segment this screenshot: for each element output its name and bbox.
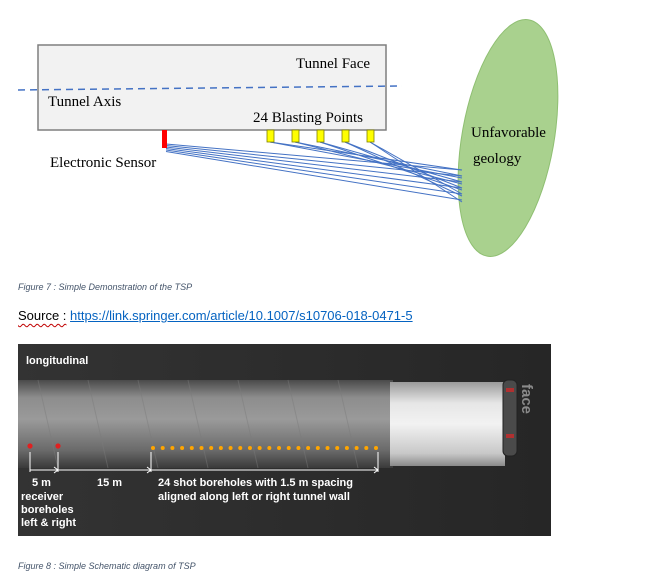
shot-borehole-dot bbox=[160, 446, 165, 450]
shot-borehole-dot bbox=[374, 446, 378, 450]
face-label: face bbox=[518, 384, 535, 414]
sensor-ray-line bbox=[165, 145, 463, 177]
shot-borehole-dot bbox=[170, 446, 175, 450]
seismic-ray-lines bbox=[165, 141, 463, 203]
tsp-schematic-figure: face longitudinal 5 m 15 m receiver bore… bbox=[18, 344, 551, 536]
figure7-caption: Figure 7 : Simple Demonstration of the T… bbox=[18, 282, 193, 292]
blast-ray-line bbox=[294, 141, 463, 177]
blast-ray-line bbox=[319, 141, 463, 183]
tsp-demonstration-figure: Tunnel Face Tunnel Axis 24 Blasting Poin… bbox=[17, 19, 559, 257]
blast-ray-line bbox=[369, 141, 463, 203]
blast-ray-line bbox=[319, 141, 463, 191]
electronic-sensor-label: Electronic Sensor bbox=[50, 155, 156, 171]
source-line: Source : https://link.springer.com/artic… bbox=[18, 308, 413, 323]
shot-borehole-dot bbox=[325, 446, 330, 450]
shot-borehole-dot bbox=[277, 446, 282, 450]
receiver-text-line1: receiver bbox=[21, 491, 64, 503]
electronic-sensor-marker bbox=[162, 130, 167, 148]
shot-borehole-dot bbox=[296, 446, 301, 450]
gap-distance-label: 15 m bbox=[97, 477, 122, 489]
blasting-point bbox=[366, 129, 375, 143]
tunnel-tube bbox=[18, 380, 393, 468]
source-link[interactable]: https://link.springer.com/article/10.100… bbox=[70, 308, 413, 323]
longitudinal-title: longitudinal bbox=[26, 355, 88, 367]
shot-borehole-dot bbox=[218, 446, 223, 450]
tube-texture bbox=[37, 379, 359, 469]
cutter-detail bbox=[506, 388, 514, 392]
shot-borehole-dot bbox=[354, 446, 359, 450]
blast-ray-line bbox=[344, 141, 463, 197]
geology-label-line1: Unfavorable bbox=[471, 125, 546, 141]
shot-borehole-dot bbox=[199, 446, 204, 450]
shot-text-line2: aligned along left or right tunnel wall bbox=[158, 491, 350, 503]
cutter-detail bbox=[506, 434, 514, 438]
figure8-caption: Figure 8 : Simple Schematic diagram of T… bbox=[18, 561, 196, 571]
blasting-point bbox=[266, 129, 275, 143]
blasting-points-label: 24 Blasting Points bbox=[253, 110, 363, 126]
receiver-distance-label: 5 m bbox=[32, 477, 51, 489]
shot-borehole-dot bbox=[247, 446, 252, 450]
shot-borehole-dot bbox=[364, 446, 369, 450]
blasting-point bbox=[341, 129, 350, 143]
receiver-text-line3: left & right bbox=[21, 517, 76, 529]
blasting-points bbox=[266, 129, 375, 143]
dimension-lines bbox=[29, 452, 379, 474]
shot-borehole-dot bbox=[180, 446, 185, 450]
shot-borehole-dot bbox=[286, 446, 291, 450]
sensor-ray-line bbox=[165, 151, 463, 201]
shot-borehole-dot bbox=[151, 446, 155, 450]
shot-text-line1: 24 shot boreholes with 1.5 m spacing bbox=[158, 477, 353, 489]
shot-borehole-dot bbox=[257, 446, 262, 450]
geology-label-line2: geology bbox=[473, 151, 522, 167]
sensor-ray-line bbox=[165, 148, 463, 189]
blasting-point bbox=[316, 129, 325, 143]
shot-borehole-dot bbox=[306, 446, 311, 450]
blast-ray-line bbox=[369, 141, 463, 195]
blasting-point bbox=[291, 129, 300, 143]
shot-borehole-dot bbox=[228, 446, 233, 450]
receiver-text-line2: boreholes bbox=[21, 504, 74, 516]
receiver-borehole-dot bbox=[55, 443, 61, 449]
sensor-ray-line bbox=[165, 149, 463, 195]
shot-borehole-dot bbox=[344, 446, 349, 450]
tunnel-face-label: Tunnel Face bbox=[296, 56, 370, 72]
receiver-boreholes bbox=[27, 443, 61, 449]
tunnel-axis-line bbox=[17, 85, 403, 91]
shot-borehole-dot bbox=[238, 446, 243, 450]
shot-boreholes bbox=[151, 446, 378, 450]
tunnel-axis-label: Tunnel Axis bbox=[48, 94, 121, 110]
shot-borehole-dot bbox=[189, 446, 194, 450]
shot-borehole-dot bbox=[335, 446, 340, 450]
shot-borehole-dot bbox=[209, 446, 214, 450]
receiver-borehole-dot bbox=[27, 443, 33, 449]
tunnel-face-section bbox=[390, 382, 505, 466]
shot-borehole-dot bbox=[315, 446, 320, 450]
blast-ray-line bbox=[344, 141, 463, 189]
shot-borehole-dot bbox=[267, 446, 272, 450]
sensor-ray-line bbox=[165, 146, 463, 183]
source-label: Source : bbox=[18, 308, 67, 323]
unfavorable-geology-ellipse bbox=[457, 19, 559, 257]
